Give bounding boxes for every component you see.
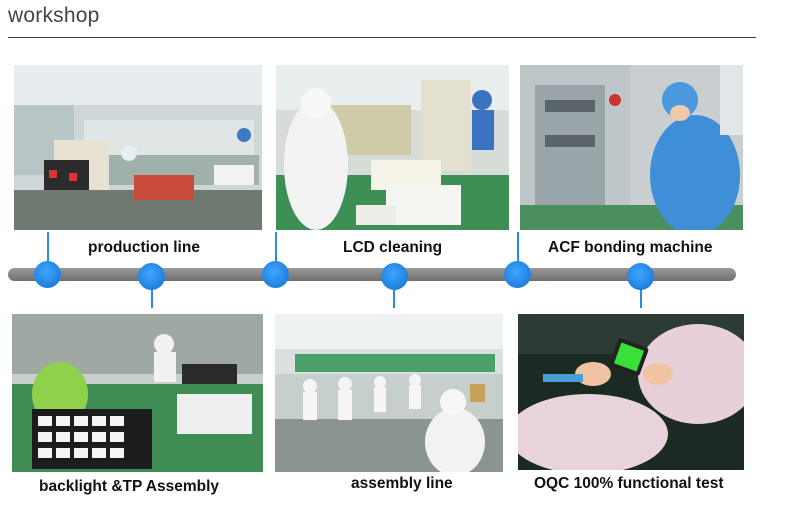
photo-assembly-line — [275, 314, 503, 472]
timeline-dot-production-line — [34, 261, 61, 288]
caption-backlight-assembly: backlight &TP Assembly — [39, 478, 220, 495]
connector-production-line — [47, 232, 49, 270]
caption-lcd-cleaning: LCD cleaning — [343, 239, 443, 256]
caption-oqc-test: OQC 100% functional test — [534, 475, 724, 492]
timeline-dot-oqc — [627, 263, 654, 290]
photo-lcd-cleaning — [276, 65, 509, 230]
photo-production-line — [14, 65, 262, 230]
acf-bonding-photo — [520, 65, 743, 230]
caption-assembly-line: assembly line — [351, 475, 453, 492]
lcd-cleaning-photo — [276, 65, 509, 230]
oqc-test-photo — [518, 314, 744, 470]
connector-oqc — [640, 280, 642, 308]
photo-acf-bonding — [520, 65, 743, 230]
connector-assembly-line — [393, 280, 395, 308]
timeline-dot-lcd-cleaning — [262, 261, 289, 288]
timeline-dot-backlight — [138, 263, 165, 290]
connector-acf-bonding — [517, 232, 519, 270]
connector-lcd-cleaning — [275, 232, 277, 270]
production-line-photo — [14, 65, 262, 230]
photo-backlight-assembly — [12, 314, 263, 472]
backlight-assembly-photo — [12, 314, 263, 472]
timeline-dot-acf-bonding — [504, 261, 531, 288]
caption-acf-bonding: ACF bonding machine — [548, 239, 713, 256]
page-title: workshop — [8, 4, 100, 27]
timeline-track — [8, 268, 736, 281]
assembly-line-photo — [275, 314, 503, 472]
title-divider — [8, 37, 756, 38]
connector-backlight — [151, 280, 153, 308]
photo-oqc-test — [518, 314, 744, 470]
timeline-dot-assembly-line — [381, 263, 408, 290]
caption-production-line: production line — [88, 239, 200, 256]
